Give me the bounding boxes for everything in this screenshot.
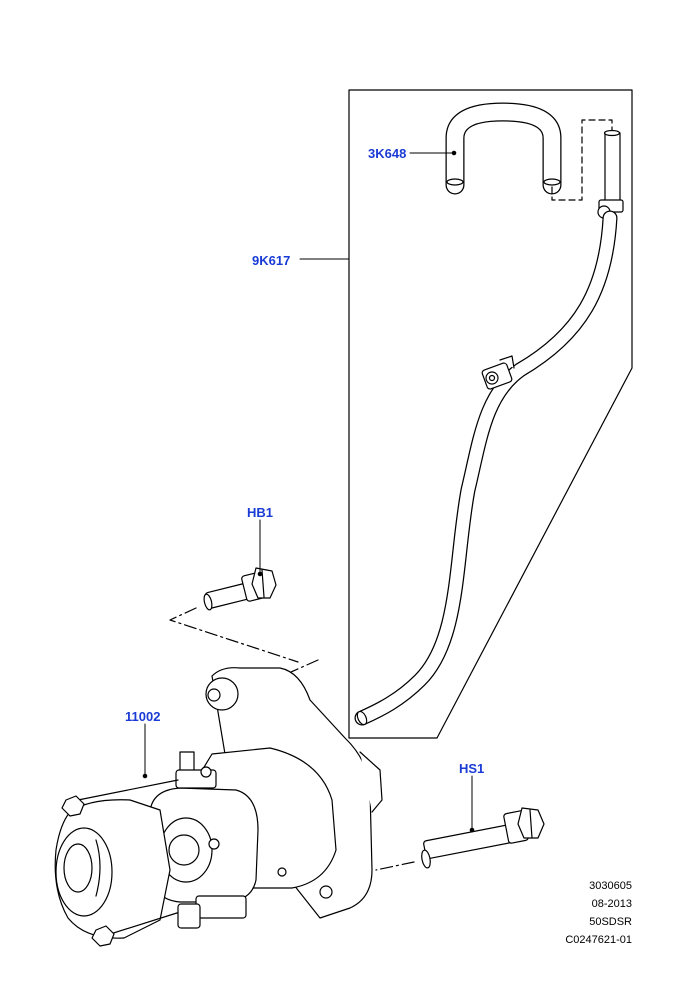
reference-code: 50SDSR — [589, 916, 632, 928]
callout-hs1[interactable]: HS1 — [459, 761, 485, 776]
bolt-hs1[interactable] — [420, 807, 545, 869]
guide-hs1 — [375, 861, 415, 871]
group-frame — [348, 89, 633, 739]
callout-3k648[interactable]: 3K648 — [368, 146, 407, 161]
starter-motor-11002[interactable] — [54, 667, 383, 947]
dash-connection — [551, 119, 613, 201]
hose-3k648[interactable] — [445, 102, 562, 195]
pipe-9k617[interactable] — [354, 129, 624, 727]
reference-date: 08-2013 — [591, 898, 632, 910]
bolt-hb1[interactable] — [203, 567, 277, 611]
callout-11002[interactable]: 11002 — [125, 709, 161, 724]
guide-hb1 — [169, 607, 299, 663]
leader-lines — [142, 150, 475, 833]
reference-drawing-id: C0247621-01 — [565, 934, 632, 946]
reference-number: 3030605 — [589, 880, 632, 892]
callout-9k617[interactable]: 9K617 — [252, 253, 291, 268]
reference-block: 3030605 08-2013 50SDSR C0247621-01 — [565, 877, 632, 949]
callout-hb1[interactable]: HB1 — [247, 505, 274, 520]
